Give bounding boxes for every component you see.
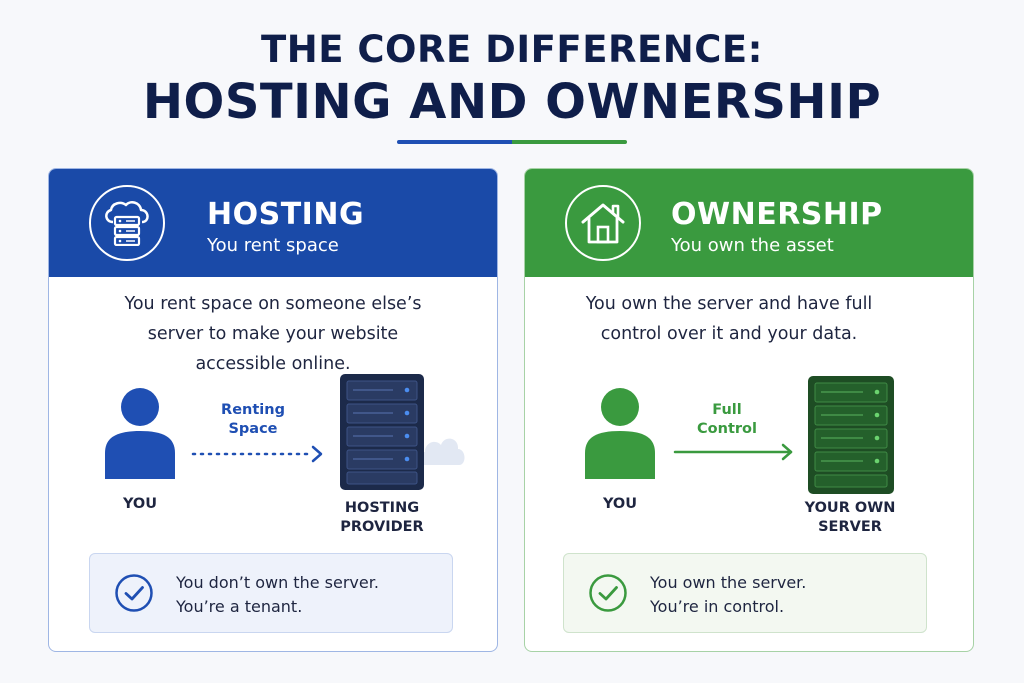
you-label: YOU [602,496,638,512]
hosting-note: You don’t own the server. You’re a tenan… [89,553,453,633]
you-label: YOU [122,496,158,512]
note-line: You own the server. [650,573,807,592]
note-line: You’re in control. [650,597,785,616]
server-label-line: HOSTING [344,500,420,516]
ownership-card-header: OWNERSHIP You own the asset [525,169,973,277]
cloud-icon [419,438,465,465]
hosting-card: HOSTING You rent space You rent space on… [48,168,498,652]
full-control-label: Full Control [685,401,769,439]
ownership-description-line: control over it and your data. [600,324,858,344]
solid-arrow-icon [673,443,793,461]
server-rack-icon [340,374,424,490]
page-title-line-1: THE CORE DIFFERENCE: [261,28,763,71]
ownership-description-line: You own the server and have full [585,294,873,314]
ownership-heading: OWNERSHIP [671,197,883,232]
server-label-line: PROVIDER [340,519,424,535]
cloud-server-icon [89,185,165,261]
check-circle-icon [115,574,153,612]
flow-label-line: Renting [221,402,285,418]
server-label-line: YOUR OWN [804,500,896,516]
hosting-card-header: HOSTING You rent space [49,169,497,277]
title-divider [397,140,627,144]
server-label-line: SERVER [818,519,882,535]
hosting-description-line: accessible online. [195,354,351,374]
flow-label-line: Full [712,402,742,418]
server-rack-icon [808,376,894,494]
ownership-subheading: You own the asset [671,235,834,256]
hosting-description-line: server to make your website [147,324,399,344]
hosting-note-text: You don’t own the server. You’re a tenan… [176,571,379,619]
your-own-server-label: YOUR OWN SERVER [785,499,915,537]
house-icon [565,185,641,261]
ownership-note-text: You own the server. You’re in control. [650,571,806,619]
flow-label-line: Control [697,421,757,437]
check-circle-icon [589,574,627,612]
renting-space-label: Renting Space [209,401,297,439]
note-line: You don’t own the server. [176,573,379,592]
hosting-description-line: You rent space on someone else’s [124,294,422,314]
ownership-card: OWNERSHIP You own the asset You own the … [524,168,974,652]
hosting-heading: HOSTING [207,197,365,232]
hosting-subheading: You rent space [207,235,339,256]
ownership-note: You own the server. You’re in control. [563,553,927,633]
person-icon [585,388,655,479]
person-icon [105,388,175,479]
dotted-arrow-icon [191,445,323,463]
page-title-line-2: HOSTING AND OWNERSHIP [142,74,882,130]
hosting-provider-label: HOSTING PROVIDER [317,499,447,537]
hosting-description: You rent space on someone else’s server … [69,289,477,379]
flow-label-line: Space [228,421,278,437]
ownership-description: You own the server and have full control… [545,289,913,349]
note-line: You’re a tenant. [176,597,303,616]
